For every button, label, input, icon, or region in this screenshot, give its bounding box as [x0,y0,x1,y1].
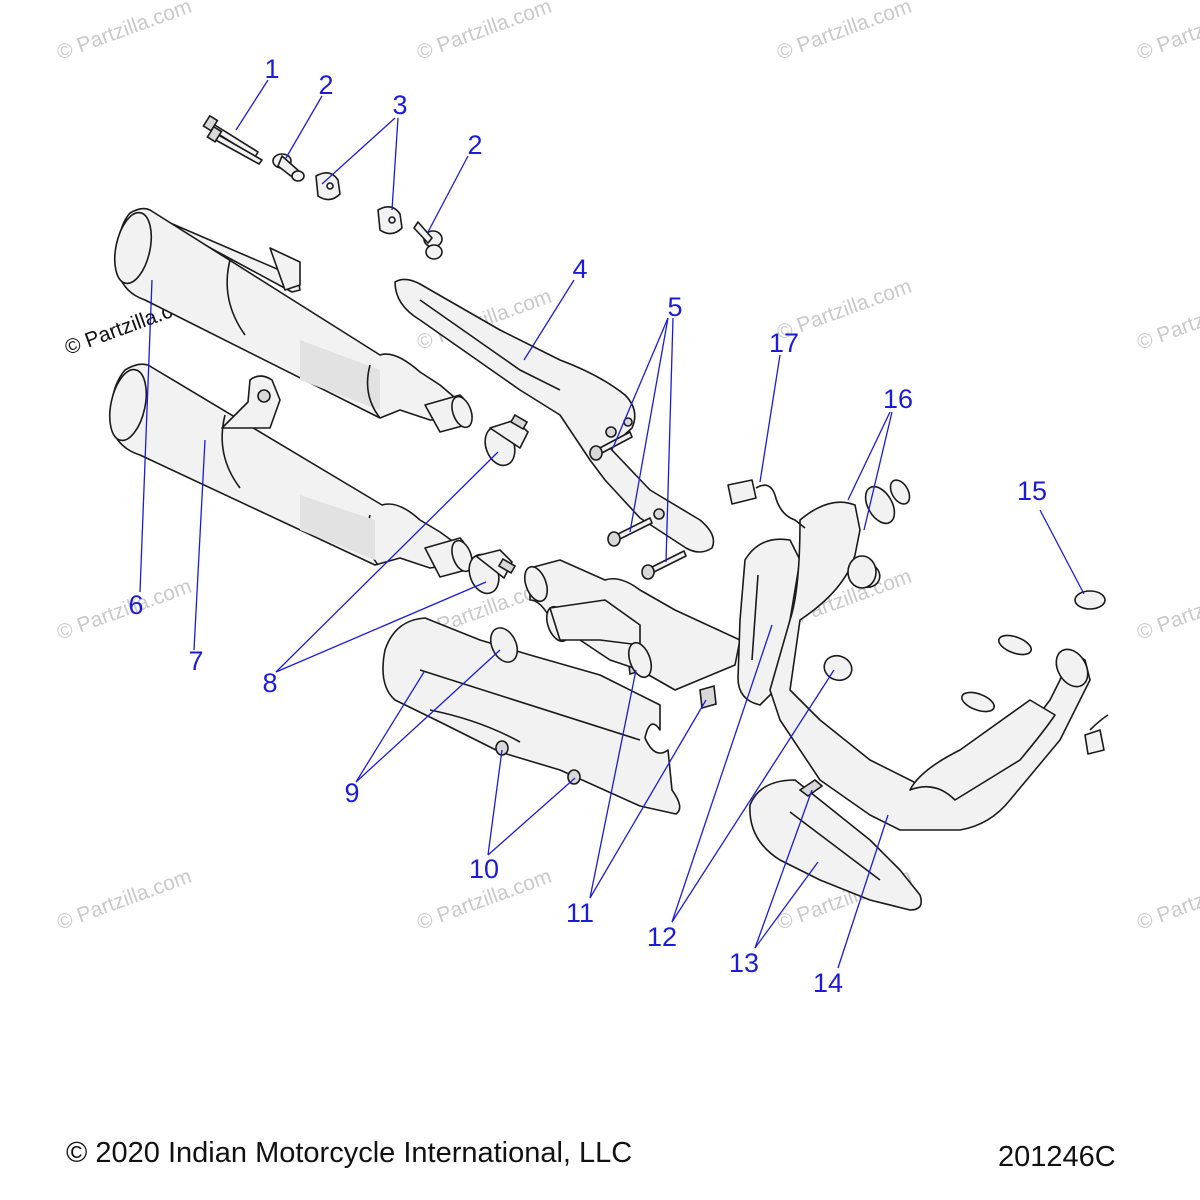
leader-13b [754,861,819,949]
callouts: 1 2 3 2 4 5 6 7 8 9 10 11 12 13 14 15 16… [128,54,1047,998]
leader-10a [487,749,503,856]
leader-7 [193,439,206,651]
callout-6: 6 [128,590,143,620]
leader-8b [275,581,487,673]
leader-10b [487,777,576,856]
callout-2: 2 [318,70,333,100]
part-6-upper-muffler [113,207,473,433]
watermark: © Partzilla.com [54,575,195,645]
callout-11: 11 [566,898,594,928]
leader-11a [589,669,637,899]
part-14-header-pipe [769,485,1091,831]
leader-3b [391,117,399,211]
part-5-bolt [589,431,633,461]
leader-13a [754,789,813,949]
callout-9: 9 [344,778,359,808]
part-10-nut [567,769,581,785]
part-2-spacer-upper [272,153,305,182]
leader-9a [355,671,425,783]
part-5-bolt [641,550,687,580]
leader-11b [589,699,707,899]
callout-1: 1 [264,54,279,84]
part-13-clamp [798,634,1033,797]
diagram-code: 201246C [998,1141,1116,1173]
watermark: © Partzilla.com [54,865,195,935]
callout-8: 8 [262,668,277,698]
callout-4: 4 [572,254,587,284]
part-5-bolt [607,517,653,547]
watermark: © Partzilla.com [1134,575,1200,645]
callout-2: 2 [467,130,482,160]
part-13-heat-shield [749,779,923,911]
part-1-bolts [202,114,263,165]
leader-4 [523,279,575,361]
callout-7: 7 [188,646,203,676]
callout-13: 13 [729,948,759,978]
part-10-nut [495,740,509,756]
part-2-spacer-lower [413,221,443,260]
callout-3: 3 [392,90,407,120]
callout-5: 5 [667,292,682,322]
watermark: © Partzilla.com [1134,285,1200,355]
callout-15: 15 [1017,476,1047,506]
part-11-clip [699,684,717,710]
part-17-o2-sensor [727,479,1109,755]
leader-12a [671,624,773,923]
leader-5a [611,317,669,451]
callout-16: 16 [883,384,913,414]
leader-5b [629,317,669,533]
leader-1 [235,79,269,131]
leader-16b [863,411,893,531]
leader-17 [759,354,781,483]
watermark: © Partzilla.com [1134,865,1200,935]
part-7-lower-muffler [108,363,473,578]
crossover-pipe [523,559,741,691]
part-3-grommet-lower [377,206,403,235]
leader-8a [275,451,499,673]
leader-14 [837,814,889,969]
leader-16a [847,411,891,501]
part-3-grommet-upper [315,172,341,201]
part-16-gasket [847,479,911,589]
watermark: © Partzilla.com [774,0,915,65]
callout-17: 17 [769,328,799,358]
part-15-gasket [1074,590,1106,610]
part-4-bracket [394,278,715,553]
callout-10: 10 [469,854,499,884]
leader-6 [139,279,153,593]
leader-lines [139,79,1085,969]
watermark: © Partzilla.com [414,0,555,65]
leader-2b [427,155,469,233]
leader-9b [355,649,501,783]
leader-5c [665,317,674,563]
callout-14: 14 [813,968,843,998]
watermark: © Partzilla.com [1134,0,1200,65]
leader-15 [1039,509,1085,595]
callout-12: 12 [647,922,677,952]
part-8-clamp-upper [484,413,529,467]
leader-12b [671,669,835,923]
copyright-notice: © 2020 Indian Motorcycle International, … [66,1137,632,1169]
watermark: © Partzilla.com [54,0,195,65]
part-9-heat-shield [382,617,681,815]
part-8-clamp-lower [468,549,517,595]
leader-3a [321,117,396,185]
leader-2a [285,95,323,159]
